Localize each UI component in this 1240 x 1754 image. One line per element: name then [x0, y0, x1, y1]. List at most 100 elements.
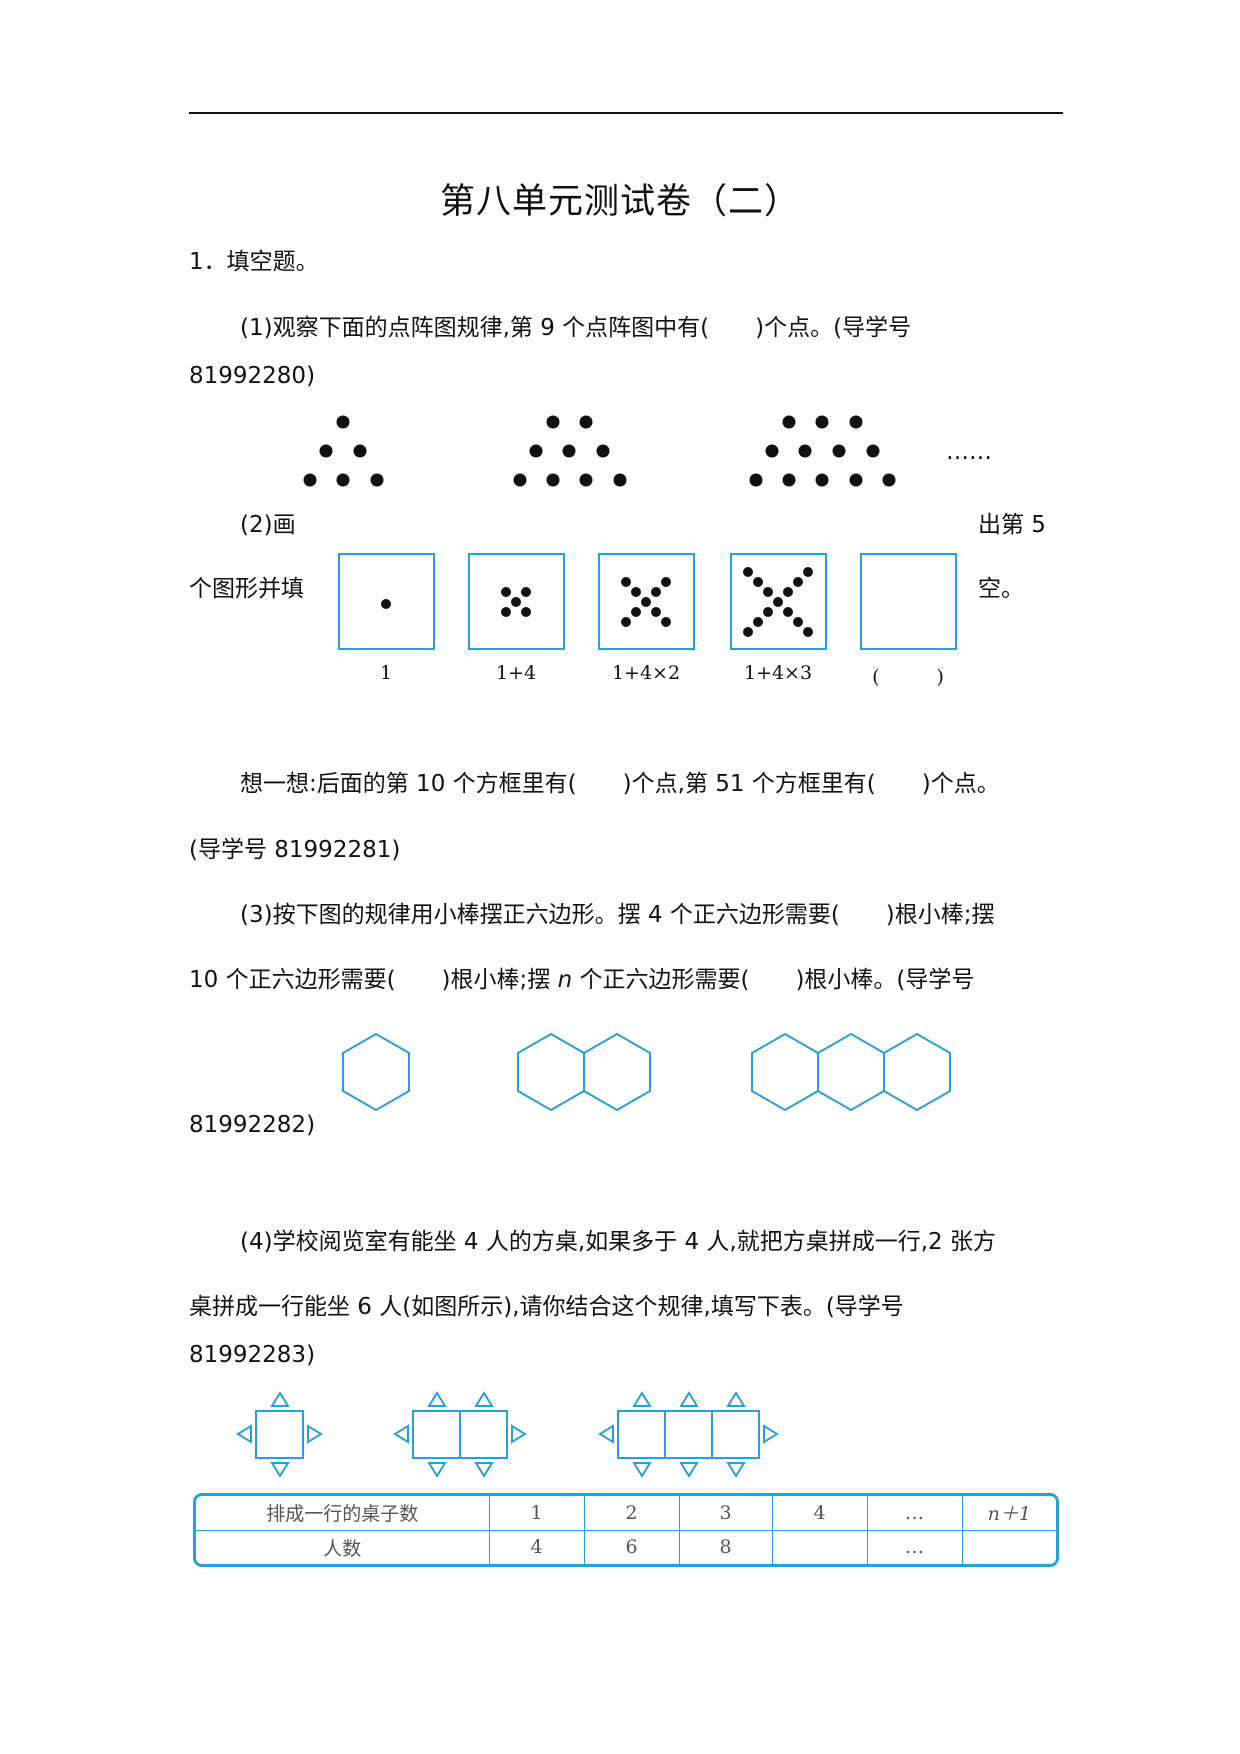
table-cell: 4: [771, 1496, 868, 1531]
header-cell-tables: 排成一行的桌子数: [196, 1496, 490, 1531]
dot: [803, 567, 813, 577]
seat-triangle: [679, 1391, 699, 1407]
dot: [782, 415, 796, 429]
table-row-people: 人数 4 6 8 …: [196, 1529, 1056, 1564]
dot: [370, 473, 384, 487]
dot: [546, 473, 560, 487]
table-square: [711, 1410, 760, 1459]
answer-table: 排成一行的桌子数 1 2 3 4 … n＋1 人数 4 6 8 …: [193, 1493, 1059, 1567]
seat-triangle: [632, 1462, 652, 1478]
think-line1: 想一想:后面的第 10 个方框里有( )个点,第 51 个方框里有( )个点。: [240, 771, 1000, 797]
seat-triangle: [236, 1424, 252, 1444]
dot: [529, 444, 543, 458]
seat-triangle: [427, 1391, 447, 1407]
dot: [501, 607, 511, 617]
table-cell: …: [866, 1496, 963, 1531]
dot: [866, 444, 880, 458]
seat-triangle: [393, 1424, 409, 1444]
pattern-box-2: [468, 553, 565, 650]
dot: [783, 607, 793, 617]
dot: [501, 587, 511, 597]
pattern-box-5-blank[interactable]: [860, 553, 957, 650]
table-cell: 4: [488, 1529, 585, 1564]
dot: [749, 473, 763, 487]
dot: [303, 473, 317, 487]
dot: [381, 599, 391, 609]
table-square: [255, 1410, 304, 1459]
dot: [631, 587, 641, 597]
dot: [849, 473, 863, 487]
answer-cell[interactable]: [961, 1529, 1056, 1564]
table-cell: 6: [583, 1529, 680, 1564]
dot: [651, 607, 661, 617]
hexagon: [342, 1032, 410, 1112]
table-cell: …: [866, 1529, 963, 1564]
q3-line1: (3)按下图的规律用小棒摆正六边形。摆 4 个正六边形需要( )根小棒;摆: [240, 902, 995, 928]
dot: [849, 415, 863, 429]
table-square: [412, 1410, 461, 1459]
dot: [793, 577, 803, 587]
dot: [596, 444, 610, 458]
hexagon: [583, 1032, 651, 1112]
page-title: 第八单元测试卷（二）: [439, 182, 800, 222]
seat-triangle: [632, 1391, 652, 1407]
q3-line2: 10 个正六边形需要( )根小棒;摆 n 个正六边形需要( )根小棒。(导学号: [189, 967, 975, 993]
table-row-tables: 排成一行的桌子数 1 2 3 4 … n＋1: [196, 1496, 1056, 1531]
dot: [511, 597, 521, 607]
answer-cell[interactable]: [771, 1529, 868, 1564]
dot: [546, 415, 560, 429]
caption-1: 1: [379, 662, 393, 684]
tables-seating-figure: [236, 1391, 779, 1478]
q1-line1: (1)观察下面的点阵图规律,第 9 个点阵图中有( )个点。(导学号: [240, 315, 912, 341]
q1-line2: 81992280): [189, 363, 316, 389]
table-cell: n＋1: [961, 1496, 1056, 1531]
dot: [631, 607, 641, 617]
think-line2: (导学号 81992281): [189, 837, 401, 863]
seat-triangle: [726, 1391, 746, 1407]
q1-ellipsis: ……: [946, 439, 992, 465]
pattern-box-4: [730, 553, 827, 650]
seat-triangle: [270, 1462, 290, 1478]
dot: [579, 473, 593, 487]
dot: [832, 444, 846, 458]
q4-line1: (4)学校阅览室有能坐 4 人的方桌,如果多于 4 人,就把方桌拼成一行,2 张…: [240, 1229, 996, 1255]
caption-3: 1+4×2: [611, 662, 681, 684]
seat-triangle: [474, 1391, 494, 1407]
dot: [803, 627, 813, 637]
q2-left1: (2)画: [240, 512, 296, 538]
dot: [621, 617, 631, 627]
seat-triangle: [270, 1391, 290, 1407]
dot: [798, 444, 812, 458]
dot: [753, 617, 763, 627]
hexagon: [883, 1032, 951, 1112]
q4-line2: 桌拼成一行能坐 6 人(如图所示),请你结合这个规律,填写下表。(导学号: [189, 1294, 904, 1320]
dot: [765, 444, 779, 458]
seat-triangle: [511, 1424, 527, 1444]
pattern-box-3: [598, 553, 695, 650]
table-square: [459, 1410, 508, 1459]
dot-triangles-figure: [303, 415, 896, 487]
table-cell: 1: [488, 1496, 585, 1531]
table-cell: 2: [583, 1496, 680, 1531]
seat-triangle: [763, 1424, 779, 1444]
caption-5-blank[interactable]: ( ): [872, 666, 944, 688]
dot: [743, 627, 753, 637]
dot: [661, 577, 671, 587]
seat-triangle: [679, 1462, 699, 1478]
dot: [773, 597, 783, 607]
dot: [319, 444, 333, 458]
dot: [521, 587, 531, 597]
caption-4: 1+4×3: [743, 662, 813, 684]
dot: [336, 473, 350, 487]
dot: [782, 473, 796, 487]
dot: [753, 577, 763, 587]
q4-line3: 81992283): [189, 1342, 316, 1368]
dot: [651, 587, 661, 597]
dot: [763, 607, 773, 617]
table-square: [617, 1410, 666, 1459]
header-cell-people: 人数: [196, 1529, 490, 1564]
dot: [793, 617, 803, 627]
dot: [815, 473, 829, 487]
dot: [661, 617, 671, 627]
dot: [882, 473, 896, 487]
